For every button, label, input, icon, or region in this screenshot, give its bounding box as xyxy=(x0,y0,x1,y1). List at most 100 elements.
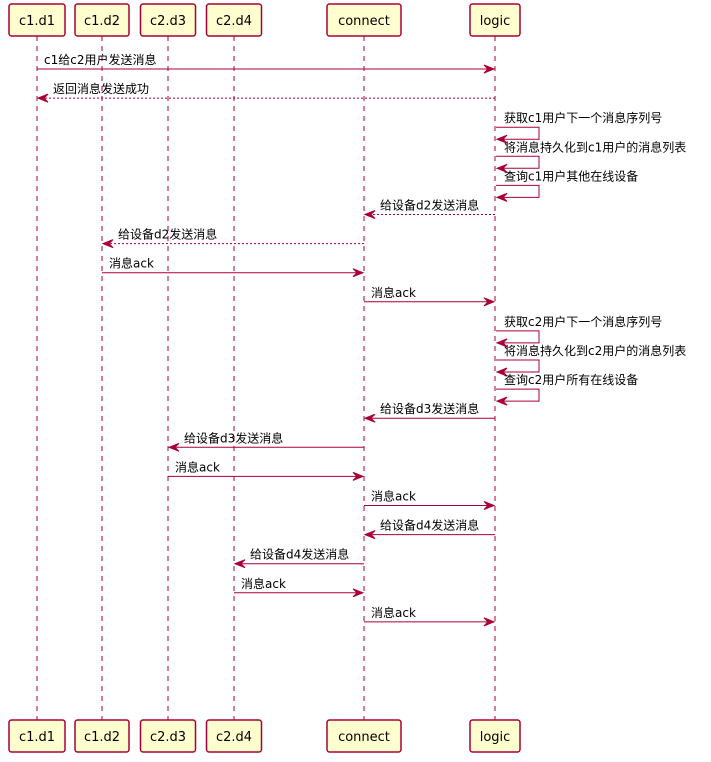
message-label: c1给c2用户发送消息 xyxy=(44,52,156,67)
message: c1给c2用户发送消息 xyxy=(37,52,496,74)
message-label: 消息ack xyxy=(175,459,220,474)
message: 给设备d4发送消息 xyxy=(233,547,364,569)
participant-c2d3-top: c2.d3 xyxy=(139,3,197,37)
arrowhead xyxy=(352,268,365,278)
participant-label: c2.d4 xyxy=(216,730,252,745)
participant-box xyxy=(74,3,130,37)
message: 将消息持久化到c1用户的消息列表 xyxy=(495,139,686,173)
participant-box xyxy=(139,3,197,37)
message-label: 获取c1用户下一个消息序列号 xyxy=(504,110,662,125)
participant-box xyxy=(326,3,402,37)
participant-box xyxy=(326,719,402,753)
message-label: 查询c1用户其他在线设备 xyxy=(504,168,638,183)
participant-c1d1-top: c1.d1 xyxy=(8,3,66,37)
message: 给设备d4发送消息 xyxy=(363,518,495,540)
participant-c2d4-bottom: c2.d4 xyxy=(205,719,263,753)
message-label: 将消息持久化到c1用户的消息列表 xyxy=(504,139,686,154)
participant-c1d2-bottom: c1.d2 xyxy=(74,719,130,753)
participant-box xyxy=(139,719,197,753)
arrowhead xyxy=(483,501,496,510)
participant-label: logic xyxy=(480,730,511,745)
arrowhead xyxy=(495,134,508,144)
message: 给设备d3发送消息 xyxy=(363,401,495,423)
arrowhead xyxy=(167,442,180,452)
participant-box xyxy=(205,3,263,37)
message-label: 给设备d3发送消息 xyxy=(184,430,283,445)
message-label: 给设备d3发送消息 xyxy=(380,401,479,416)
participant-label: c1.d1 xyxy=(19,730,55,745)
arrowhead xyxy=(233,559,246,569)
message-label: 给设备d4发送消息 xyxy=(380,518,479,533)
arrowhead xyxy=(363,413,376,423)
message: 查询c1用户其他在线设备 xyxy=(495,168,638,202)
message-label: 消息ack xyxy=(371,605,416,620)
participant-c2d3-bottom: c2.d3 xyxy=(139,719,197,753)
arrowhead xyxy=(483,617,496,627)
message-label: 给设备d2发送消息 xyxy=(380,198,479,213)
participant-box xyxy=(8,3,66,37)
message-line xyxy=(496,184,540,198)
participant-logic-bottom: logic xyxy=(469,719,521,753)
participant-label: logic xyxy=(480,14,511,29)
participant-box xyxy=(469,719,521,753)
message: 消息ack xyxy=(168,459,365,481)
message-label: 消息ack xyxy=(241,576,286,591)
message: 将消息持久化到c2用户的消息列表 xyxy=(495,343,686,377)
messages: c1给c2用户发送消息返回消息发送成功获取c1用户下一个消息序列号将消息持久化到… xyxy=(36,52,686,627)
message-line xyxy=(496,330,540,344)
message-label: 查询c2用户所有在线设备 xyxy=(504,372,638,387)
participant-label: c2.d3 xyxy=(150,730,186,745)
message: 查询c2用户所有在线设备 xyxy=(495,372,638,406)
message: 获取c2用户下一个消息序列号 xyxy=(495,314,662,348)
participant-connect-top: connect xyxy=(326,3,402,37)
participants-top: c1.d1 c1.d2 c2.d3 c2.d4 connect logic xyxy=(8,3,521,37)
message-label: 消息ack xyxy=(371,489,416,504)
message: 给设备d3发送消息 xyxy=(167,430,364,452)
message-label: 给设备d4发送消息 xyxy=(250,547,349,562)
message-line xyxy=(496,388,540,402)
arrowhead xyxy=(495,338,508,348)
participant-c1d2-top: c1.d2 xyxy=(74,3,130,37)
arrowhead xyxy=(36,93,49,103)
message-label: 将消息持久化到c2用户的消息列表 xyxy=(504,343,686,358)
participant-label: connect xyxy=(338,14,390,29)
message-line xyxy=(496,126,540,140)
message-label: 消息ack xyxy=(371,285,416,300)
arrowhead xyxy=(495,396,508,406)
message-label: 获取c2用户下一个消息序列号 xyxy=(504,314,662,329)
message-line xyxy=(496,359,540,373)
arrowhead xyxy=(363,530,376,540)
arrowhead xyxy=(101,239,114,249)
participant-label: connect xyxy=(338,730,390,745)
message: 消息ack xyxy=(364,285,496,307)
arrowhead xyxy=(495,192,508,202)
participant-label: c2.d4 xyxy=(216,14,252,29)
arrowhead xyxy=(483,297,496,307)
arrowhead xyxy=(352,588,365,598)
participant-box xyxy=(8,719,66,753)
message-label: 消息ack xyxy=(109,256,154,271)
message: 给设备d2发送消息 xyxy=(101,227,364,249)
participant-box xyxy=(469,3,521,37)
participant-connect-bottom: connect xyxy=(326,719,402,753)
participant-logic-top: logic xyxy=(469,3,521,37)
participant-box xyxy=(74,719,130,753)
message: 消息ack xyxy=(102,256,365,278)
message: 给设备d2发送消息 xyxy=(363,198,495,219)
message-label: 给设备d2发送消息 xyxy=(118,227,217,242)
message-line xyxy=(496,155,540,169)
participant-label: c1.d2 xyxy=(84,14,120,29)
participants-bottom: c1.d1 c1.d2 c2.d3 c2.d4 connect logic xyxy=(8,719,521,753)
message: 返回消息发送成功 xyxy=(36,81,495,103)
message: 获取c1用户下一个消息序列号 xyxy=(495,110,662,144)
arrowhead xyxy=(483,64,496,74)
message: 消息ack xyxy=(234,576,365,598)
participant-label: c2.d3 xyxy=(150,14,186,29)
participant-c2d4-top: c2.d4 xyxy=(205,3,263,37)
message: 消息ack xyxy=(364,605,496,627)
message: 消息ack xyxy=(364,489,496,510)
message-label: 返回消息发送成功 xyxy=(53,81,149,96)
arrowhead xyxy=(363,210,376,219)
arrowhead xyxy=(352,471,365,481)
